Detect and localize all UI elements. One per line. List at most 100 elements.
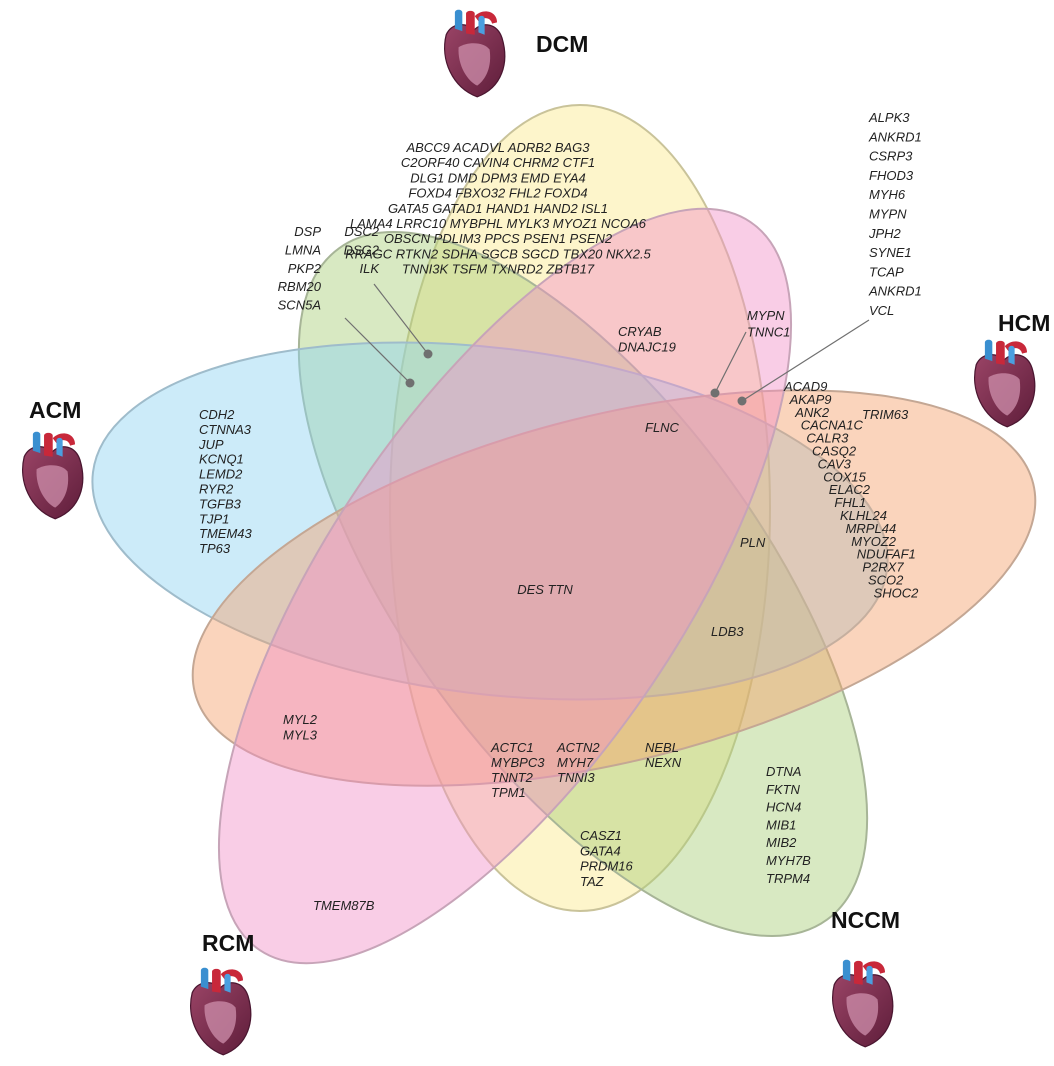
gene-name: MYPN — [869, 207, 907, 222]
gene-name: OBSCN PDLIM3 PPCS PSEN1 PSEN2 — [384, 231, 613, 246]
leader-line-acm-dcm-2 — [373, 283, 429, 355]
gene-name: MYL2 — [283, 712, 318, 727]
gene-name: TNNI3K TSFM TXNRD2 ZBTB17 — [402, 262, 595, 277]
leader-line-hcm-list — [741, 319, 870, 402]
set-label-hcm: HCM — [998, 310, 1050, 336]
gene-label-flnc: FLNC — [645, 420, 680, 435]
gene-name: ACAD9 — [783, 379, 827, 394]
gene-name: SHOC2 — [874, 585, 920, 600]
gene-name: ANKRD1 — [868, 129, 922, 144]
set-label-acm: ACM — [29, 397, 81, 423]
gene-name: RRAGC RTKN2 SDHA SGCB SGCD TBX20 NKX2.5 — [345, 246, 651, 261]
gene-name: TMEM43 — [199, 526, 253, 541]
gene-name: SYNE1 — [869, 245, 912, 260]
set-label-rcm: RCM — [202, 930, 254, 956]
gene-name: DSP — [294, 224, 321, 239]
heart-icon-hcm — [974, 339, 1036, 428]
gene-name: TCAP — [869, 264, 904, 279]
gene-name: MYH7 — [557, 755, 594, 770]
leader-line-mypn — [714, 331, 747, 394]
gene-name: MIB1 — [766, 817, 796, 832]
gene-name: CAV3 — [818, 456, 852, 471]
leader-dot-hcm-list — [737, 396, 747, 406]
gene-name: CACNA1C — [801, 418, 864, 433]
leader-lines — [344, 283, 870, 402]
gene-name: SCO2 — [868, 573, 904, 588]
heart-icon-rcm — [190, 967, 252, 1056]
gene-name: DTNA — [766, 764, 801, 779]
gene-name: ABCC9 ACADVL ADRB2 BAG3 — [405, 140, 590, 155]
gene-name: SCN5A — [278, 298, 321, 313]
gene-list-center: DES TTN — [517, 582, 573, 597]
gene-name: DSG2 — [344, 242, 380, 257]
gene-name: TAZ — [580, 874, 605, 889]
gene-name: CASZ1 — [580, 828, 622, 843]
leader-line-acm-dcm-1 — [344, 317, 411, 384]
gene-name: CSRP3 — [869, 149, 913, 164]
gene-name: PRDM16 — [580, 859, 634, 874]
gene-name: PKP2 — [288, 261, 322, 276]
gene-name: CDH2 — [199, 407, 235, 422]
gene-list-hcm-only-2: TRIM63 — [862, 407, 909, 422]
gene-name: CRYAB — [618, 324, 662, 339]
hcm-ellipse — [191, 389, 1037, 787]
gene-name: GATA5 GATAD1 HAND1 HAND2 ISL1 — [388, 201, 608, 216]
gene-name: MRPL44 — [846, 521, 897, 536]
rcm-ellipse — [218, 207, 792, 965]
gene-name: AKAP9 — [789, 392, 832, 407]
gene-name: ACTC1 — [490, 740, 534, 755]
gene-name: TJP1 — [199, 511, 229, 526]
heart-icon-acm — [22, 431, 84, 520]
gene-name: ANK2 — [794, 405, 830, 420]
gene-name: JPH2 — [868, 226, 902, 241]
gene-name: KLHL24 — [840, 508, 887, 523]
gene-name: FHOD3 — [869, 168, 914, 183]
gene-name: RBM20 — [278, 279, 322, 294]
gene-name: KCNQ1 — [199, 452, 244, 467]
gene-name: DES TTN — [517, 582, 573, 597]
gene-name: DSC2 — [344, 224, 379, 239]
gene-name: JUP — [198, 437, 224, 452]
gene-name: LEMD2 — [199, 467, 243, 482]
gene-name: ALPK3 — [868, 110, 910, 125]
gene-name: MYOZ2 — [851, 534, 897, 549]
gene-name: P2RX7 — [862, 560, 904, 575]
gene-name: TGFB3 — [199, 496, 242, 511]
set-label-nccm: NCCM — [831, 907, 900, 933]
gene-name: HCN4 — [766, 800, 801, 815]
gene-name: VCL — [869, 303, 894, 318]
gene-name: TPM1 — [491, 785, 526, 800]
gene-name: MYH7B — [766, 853, 811, 868]
heart-icon-nccm — [832, 959, 894, 1048]
leader-dot-acm-dcm-2 — [423, 349, 433, 359]
gene-name: MIB2 — [766, 835, 797, 850]
gene-name: DLG1 DMD DPM3 EMD EYA4 — [410, 170, 586, 185]
leader-dot-mypn — [710, 388, 720, 398]
gene-list-rcm-only: TMEM87B — [313, 898, 375, 913]
gene-name: MYPN — [747, 308, 785, 323]
gene-label-pln: PLN — [740, 535, 766, 550]
gene-name: TRIM63 — [862, 407, 909, 422]
gene-name: FKTN — [766, 782, 801, 797]
leader-dot-acm-dcm-1 — [405, 378, 415, 388]
gene-name: TRPM4 — [766, 871, 810, 886]
acm-ellipse — [91, 341, 889, 701]
dcm-ellipse — [389, 104, 771, 912]
gene-list-dcm-hcm-small: MYPN TNNC1 — [747, 308, 790, 340]
gene-name: TNNC1 — [747, 325, 790, 340]
heart-icon-dcm — [444, 9, 506, 98]
gene-name: ELAC2 — [829, 482, 871, 497]
set-label-dcm: DCM — [536, 31, 588, 57]
gene-name: ANKRD1 — [868, 284, 922, 299]
